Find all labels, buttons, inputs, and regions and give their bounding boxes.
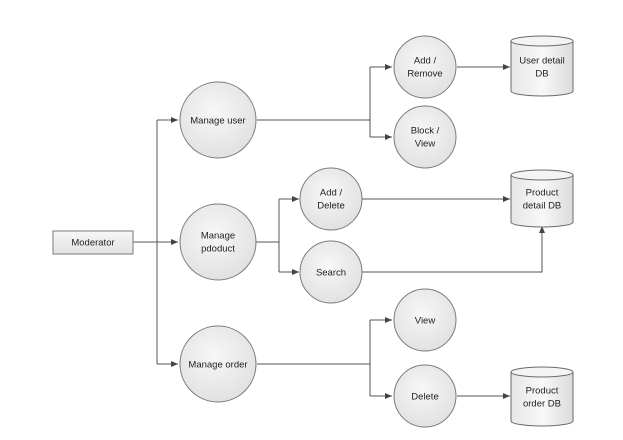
- label-product-order-db-line1: Product: [526, 386, 559, 397]
- label-user-detail-db-line2: DB: [535, 69, 548, 80]
- node-block-view: Block / View: [393, 105, 457, 169]
- edges: [133, 64, 545, 399]
- db-user-detail: User detail DB: [510, 35, 574, 97]
- db-product-order: Product order DB: [510, 366, 574, 427]
- node-add-remove: Add / Remove: [393, 35, 457, 99]
- node-moderator: Moderator: [52, 230, 134, 255]
- node-manage-order: Manage order: [179, 325, 257, 403]
- db-product-detail: Product detail DB: [510, 169, 574, 228]
- node-manage-product: Manage pdoduct: [179, 203, 257, 281]
- node-view: View: [393, 288, 457, 352]
- label-add-remove-line1: Add /: [414, 56, 437, 67]
- node-manage-user: Manage user: [179, 81, 257, 159]
- label-product-order-db-line2: order DB: [523, 399, 561, 410]
- label-search: Search: [316, 268, 346, 279]
- label-manage-user: Manage user: [190, 116, 245, 127]
- node-search: Search: [299, 240, 363, 304]
- label-add-remove-line2: Remove: [407, 69, 442, 80]
- label-manage-product-line1: Manage: [201, 231, 235, 242]
- node-add-delete: Add / Delete: [299, 167, 363, 231]
- label-view: View: [415, 316, 436, 327]
- node-delete: Delete: [393, 364, 457, 428]
- label-add-delete-line1: Add /: [320, 188, 343, 199]
- label-user-detail-db-line1: User detail: [519, 56, 564, 67]
- label-manage-product-line2: pdoduct: [201, 244, 235, 255]
- edge-search-to-product-db: [362, 226, 545, 273]
- label-product-detail-db-line2: detail DB: [523, 201, 562, 212]
- label-delete: Delete: [411, 392, 438, 403]
- label-add-delete-line2: Delete: [317, 201, 344, 212]
- label-manage-order: Manage order: [188, 360, 247, 371]
- label-block-view-line1: Block /: [411, 126, 440, 137]
- label-moderator: Moderator: [71, 238, 114, 249]
- label-block-view-line2: View: [415, 139, 436, 150]
- label-product-detail-db-line1: Product: [526, 188, 559, 199]
